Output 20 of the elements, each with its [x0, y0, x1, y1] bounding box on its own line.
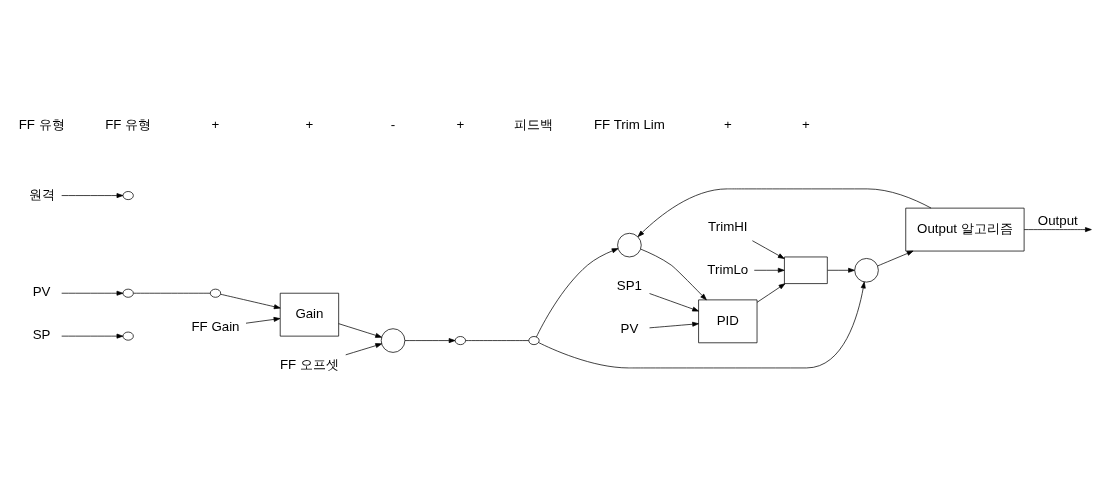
label: +	[723, 116, 732, 132]
node-text: PV	[620, 320, 639, 336]
label: +	[211, 116, 220, 132]
label: 피드백	[514, 116, 554, 132]
node-text: SP	[32, 326, 51, 342]
node-text: FF 오프셋	[279, 356, 339, 372]
label: -	[390, 116, 396, 132]
label: +	[305, 116, 314, 132]
label: FF 유형	[105, 116, 152, 132]
node-text: PV	[32, 283, 51, 299]
node-text: TrimLo	[707, 261, 749, 277]
node-text: SP1	[616, 277, 642, 293]
node-text: TrimHI	[708, 218, 748, 234]
node-text: FF Gain	[191, 318, 240, 334]
label: +	[801, 116, 810, 132]
label: FF 유형	[18, 116, 65, 132]
edge-label: Output	[1037, 212, 1078, 228]
node-text: 원격	[28, 186, 55, 202]
label: +	[456, 116, 465, 132]
label: FF Trim Lim	[593, 116, 665, 132]
